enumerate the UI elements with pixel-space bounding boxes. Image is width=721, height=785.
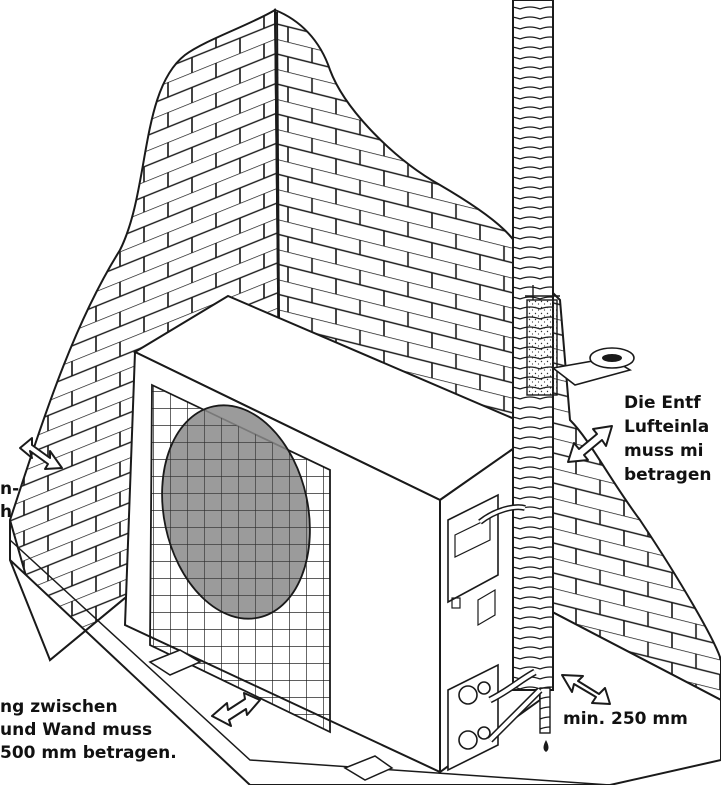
- min-distance-label: min. 250 mm: [563, 709, 688, 729]
- water-drop-icon: [543, 740, 549, 752]
- right-note-line-3: muss mi: [624, 441, 704, 461]
- foot-right: [343, 755, 394, 781]
- valve-icon: [447, 663, 499, 772]
- right-note-line-2: Lufteinla: [624, 417, 710, 437]
- double-arrow-icon: [19, 425, 613, 727]
- left-note-line-2: h: [0, 502, 13, 522]
- bottom-note-line-1: ng zwischen: [0, 697, 118, 717]
- bottom-note-line-2: und Wand muss: [0, 720, 153, 740]
- right-note-line-4: betragen: [624, 465, 712, 485]
- foot-left: [148, 649, 202, 676]
- right-note-line-1: Die Entf: [624, 393, 701, 413]
- drain-pipe: [478, 0, 560, 743]
- left-note-line-1: n-: [0, 479, 20, 499]
- bottom-note-line-3: 500 mm betragen.: [0, 743, 177, 763]
- pipe-clamp-icon: [551, 347, 635, 386]
